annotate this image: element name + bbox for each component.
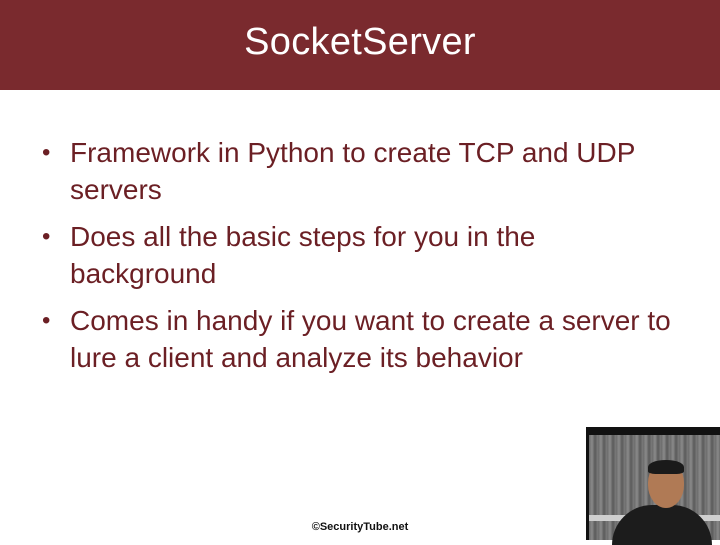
bullet-icon: • <box>42 307 51 334</box>
bullet-icon: • <box>42 139 51 166</box>
presenter-hair <box>648 460 684 474</box>
bullet-list: • Framework in Python to create TCP and … <box>40 134 680 386</box>
presenter-body <box>612 505 712 545</box>
slide-title: SocketServer <box>244 20 476 63</box>
slide-title-bar: SocketServer <box>0 0 720 90</box>
bullet-text: Framework in Python to create TCP and UD… <box>70 137 635 205</box>
copyright-footer: ©SecurityTube.net <box>311 521 409 533</box>
bullet-icon: • <box>42 223 51 250</box>
bullet-text: Comes in handy if you want to create a s… <box>70 305 671 373</box>
bullet-text: Does all the basic steps for you in the … <box>70 221 536 289</box>
bullet-item: • Comes in handy if you want to create a… <box>40 302 680 376</box>
bullet-item: • Framework in Python to create TCP and … <box>40 134 680 208</box>
bullet-item: • Does all the basic steps for you in th… <box>40 218 680 292</box>
